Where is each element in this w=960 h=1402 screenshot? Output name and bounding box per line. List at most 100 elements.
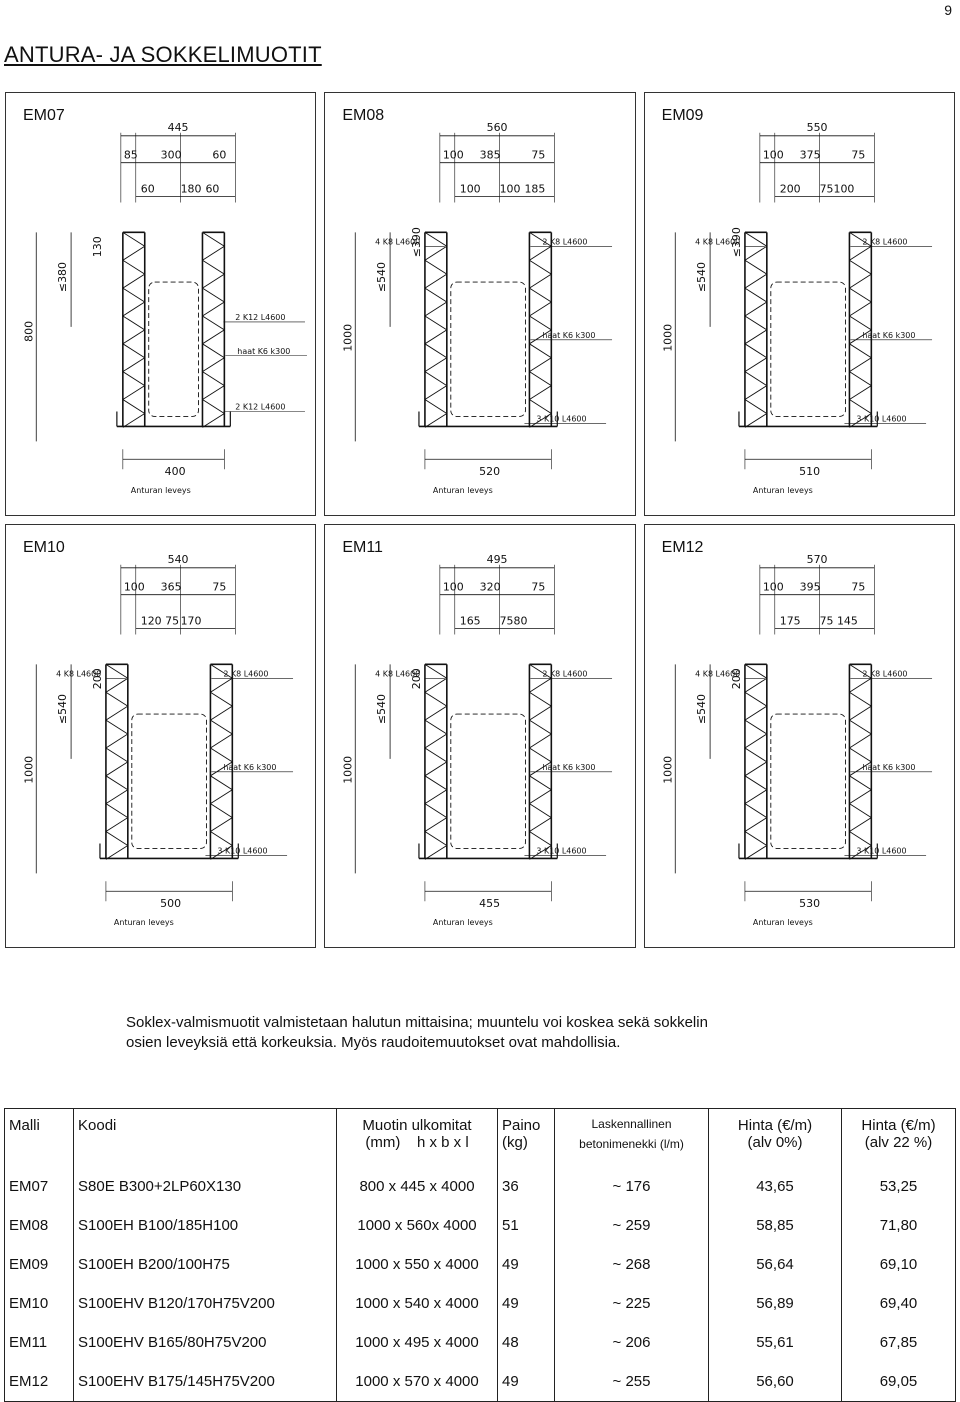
inner-part-label: 175: [779, 615, 800, 628]
top-part-label: 385: [480, 149, 501, 162]
cell-hinta22: 69,10: [841, 1245, 956, 1284]
stirrup-outline: [450, 713, 527, 849]
header-muotin-line1: Muotin ulkomitat: [362, 1117, 472, 1134]
cell-paino: 49: [497, 1284, 555, 1323]
top-part-label: 75: [532, 149, 546, 162]
inner-part-label: 60: [141, 183, 155, 196]
stirrup-outline: [770, 281, 846, 417]
rebar-label: haat K6 k300: [543, 331, 596, 340]
cell-malli: EM11: [4, 1323, 74, 1362]
page-heading: ANTURA- JA SOKKELIMUOTIT: [4, 42, 322, 67]
top-width-label: 445: [168, 121, 189, 134]
rebar-label: 3 K10 L4600: [856, 846, 906, 855]
inner-part-label: 185: [525, 183, 546, 196]
height-label: ≤390: [730, 227, 743, 257]
table-header-row: Malli Koodi Muotin ulkomitat (mm) h x b …: [4, 1108, 956, 1167]
inner-part-label: 7580: [500, 615, 528, 628]
header-hinta22-line1: Hinta (€/m): [861, 1117, 936, 1134]
cell-mitat: 1000 x 570 x 4000: [336, 1362, 498, 1402]
footing-width-caption: Anturan leveys: [131, 486, 191, 495]
inner-part-label: 200: [779, 183, 800, 196]
header-laskennallinen: Laskennallinen betonimenekki (l/m): [554, 1108, 709, 1167]
top-part-label: 75: [851, 149, 865, 162]
header-paino: Paino (kg): [497, 1108, 555, 1167]
cell-hinta22: 67,85: [841, 1323, 956, 1362]
cell-mitat: 1000 x 550 x 4000: [336, 1245, 498, 1284]
note-line-2: osien leveyksiä että korkeuksia. Myös ra…: [126, 1034, 621, 1051]
top-width-label: 540: [168, 553, 189, 566]
rebar-label: 2 K12 L4600: [235, 313, 285, 322]
top-part-label: 300: [161, 149, 182, 162]
header-muotin: Muotin ulkomitat (mm) h x b x l: [336, 1108, 498, 1167]
panel-model-label: EM10: [23, 539, 65, 556]
header-hinta22-line2: (alv 22 %): [864, 1134, 933, 1151]
inner-part-label: 75 145: [819, 615, 857, 628]
top-part-label: 75: [851, 581, 865, 594]
cell-paino: 49: [497, 1362, 555, 1402]
cell-malli: EM12: [4, 1362, 74, 1402]
cell-mitat: 1000 x 495 x 4000: [336, 1323, 498, 1362]
footing-width-label: 400: [165, 465, 186, 478]
cell-malli: EM10: [4, 1284, 74, 1323]
height-label: ≤390: [410, 227, 423, 257]
top-part-label: 85: [124, 149, 138, 162]
rebar-label: 4 K8 L4600: [56, 669, 101, 678]
height-label: 200: [91, 668, 104, 689]
stirrup-outline: [770, 713, 846, 849]
cell-betoni: ~ 206: [554, 1323, 709, 1362]
inner-part-label: 170: [181, 615, 202, 628]
page-number: 9: [944, 2, 952, 18]
header-paino-line2: (kg): [502, 1134, 528, 1151]
cell-hinta0: 55,61: [708, 1323, 842, 1362]
footing-width-label: 510: [799, 465, 820, 478]
cell-hinta0: 58,85: [708, 1206, 842, 1245]
top-part-label: 100: [124, 581, 145, 594]
panel-model-label: EM07: [23, 107, 65, 124]
rebar-label: 4 K8 L4600: [375, 669, 420, 678]
height-label: 200: [730, 668, 743, 689]
cell-mitat: 1000 x 560x 4000: [336, 1206, 498, 1245]
rebar-label: 4 K8 L4600: [695, 669, 740, 678]
total-height-label: 1000: [661, 756, 674, 784]
top-part-label: 100: [443, 581, 464, 594]
footing-width-label: 500: [160, 897, 181, 910]
cell-paino: 49: [497, 1245, 555, 1284]
cell-koodi: S100EHV B165/80H75V200: [73, 1323, 337, 1362]
total-height-label: 1000: [342, 324, 355, 352]
inner-part-label: 60: [205, 183, 219, 196]
cell-betoni: ~ 259: [554, 1206, 709, 1245]
rebar-label: haat K6 k300: [237, 347, 290, 356]
height-label: ≤540: [56, 694, 69, 724]
top-width-label: 570: [806, 553, 827, 566]
cell-betoni: ~ 225: [554, 1284, 709, 1323]
cell-hinta22: 69,05: [841, 1362, 956, 1402]
footing-width-caption: Anturan leveys: [114, 918, 174, 927]
cell-malli: EM09: [4, 1245, 74, 1284]
top-part-label: 75: [532, 581, 546, 594]
inner-part-label: 180: [181, 183, 202, 196]
rebar-label: 2 K12 L4600: [235, 403, 285, 412]
inner-part-label: 75100: [819, 183, 854, 196]
cell-mitat: 800 x 445 x 4000: [336, 1167, 498, 1206]
rebar-label: 2 K8 L4600: [543, 669, 588, 678]
header-hinta-alv0: Hinta (€/m) (alv 0%): [708, 1108, 842, 1167]
cell-hinta0: 56,89: [708, 1284, 842, 1323]
total-height-label: 1000: [661, 324, 674, 352]
top-width-label: 560: [487, 121, 508, 134]
cell-betoni: ~ 268: [554, 1245, 709, 1284]
height-label: ≤540: [375, 262, 388, 292]
cell-paino: 36: [497, 1167, 555, 1206]
rebar-label: haat K6 k300: [862, 763, 915, 772]
top-width-label: 550: [806, 121, 827, 134]
inner-part-label: 120 75: [141, 615, 179, 628]
stirrup-outline: [450, 281, 527, 417]
panel-model-label: EM12: [661, 539, 704, 556]
